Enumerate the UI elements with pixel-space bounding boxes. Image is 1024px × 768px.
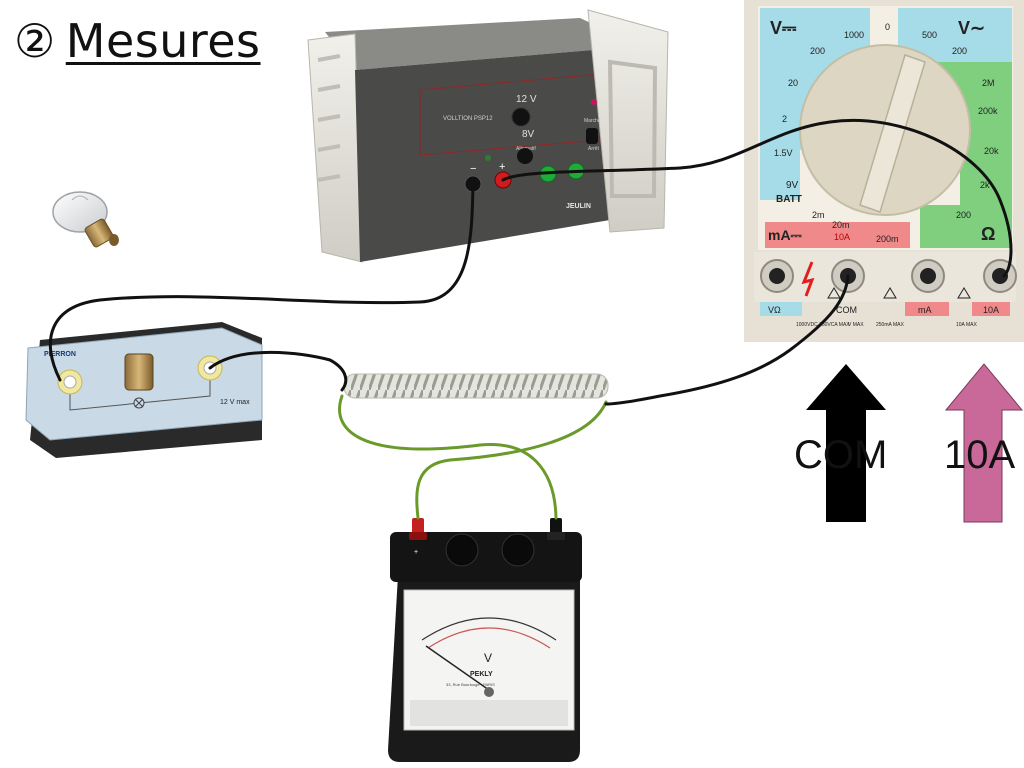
range-200-right: 200: [952, 46, 967, 56]
power-switch[interactable]: [586, 128, 598, 144]
ten-a-arrow-label: 10A: [944, 433, 1016, 477]
com-arrow-icon: [806, 364, 886, 522]
voltmeter-plus-sign: +: [414, 549, 418, 556]
warn-10a: 10A MAX: [956, 322, 978, 328]
ps-8v-label: 8V: [522, 129, 535, 140]
voltmeter-unit: V: [484, 651, 492, 665]
range-1-5v: 1.5V: [774, 148, 793, 158]
lamp-holder-brand: PIERRON: [44, 351, 76, 358]
voltmeter-brand: PEKLY: [470, 671, 493, 678]
range-20k: 20k: [984, 146, 999, 156]
range-500: 500: [922, 30, 937, 40]
power-indicator-icon: [591, 99, 597, 105]
range-1000: 1000: [844, 30, 864, 40]
lamp-holder-rating: 12 V max: [220, 399, 250, 406]
jack-com-label: COM: [836, 305, 857, 315]
ps-indicator-icon: [485, 155, 491, 161]
meter-batt-9v-label: 9V: [786, 180, 799, 191]
voltmeter-address: 33, Rue Bourtouge - PARIS: [446, 682, 495, 687]
warn-com: V MAX: [848, 322, 864, 328]
wire-holder-to-coil: [208, 350, 348, 392]
jack-vohm-label: VΩ: [768, 305, 781, 315]
caution-triangle-icon: [827, 287, 971, 299]
meter-madc-label: mA⎓: [768, 227, 803, 243]
ac-dc-switch[interactable]: [517, 148, 533, 164]
range-0: 0: [885, 22, 890, 32]
range-10a: 10A: [834, 232, 850, 242]
range-200m: 200m: [876, 234, 899, 244]
light-bulb: [52, 191, 119, 248]
range-2: 2: [782, 114, 787, 124]
wire-ps-to-10a: [501, 118, 1013, 278]
coiled-cord: [343, 373, 609, 399]
range-knob-right[interactable]: [501, 533, 535, 567]
range-200-left: 200: [810, 46, 825, 56]
range-2m-amp: 2m: [812, 210, 825, 220]
jack-10a-label: 10A: [983, 305, 999, 315]
lamp-holder: PIERRON 12 V max: [25, 322, 263, 458]
meter-vdc-label: V⎓: [770, 18, 797, 38]
svg-text:+: +: [499, 161, 505, 173]
ten-a-arrow-icon: [944, 363, 1024, 523]
power-supply: VOLLTION PSP12 12 V 8V Alternatif Marche…: [307, 9, 669, 263]
jack-ma-label: mA: [918, 305, 932, 315]
ps-marche-label: Marche: [584, 118, 601, 124]
ps-jeulin-logo: JEULIN: [566, 203, 591, 210]
com-arrow-label: COM: [794, 433, 888, 477]
range-knob-left[interactable]: [445, 533, 479, 567]
multimeter: V⎓ V∼ Ω mA⎓ 9V BATT 1000 0 500 200 200 2…: [744, 0, 1024, 342]
range-20: 20: [788, 78, 798, 88]
bulb-socket: [124, 353, 154, 391]
svg-text:−: −: [470, 163, 476, 175]
wire-ps-to-holder: [48, 182, 475, 382]
arrows: [806, 363, 1024, 523]
range-200-ohm: 200: [956, 210, 971, 220]
range-2m-ohm: 2M: [982, 78, 995, 88]
wire-green-2: [415, 400, 608, 520]
range-2k: 2k: [980, 180, 990, 190]
voltmeter: V PEKLY 33, Rue Bourtouge - PARIS +: [388, 518, 582, 762]
title-text: Mesures: [65, 14, 261, 68]
meter-ohm-label: Ω: [981, 224, 995, 244]
meter-batt-label: BATT: [776, 194, 802, 205]
wires: [48, 118, 1013, 520]
range-200k: 200k: [978, 106, 998, 116]
meter-needle: [425, 645, 490, 691]
wire-green-1: [338, 394, 558, 520]
title-number: ②: [14, 14, 56, 68]
lightning-warning-icon: [801, 261, 815, 297]
voltage-knob[interactable]: [511, 107, 531, 127]
wire-com-to-coil: [604, 274, 850, 406]
ps-brand: VOLLTION PSP12: [443, 116, 493, 122]
meter-vac-label: V∼: [958, 18, 985, 38]
warn-ma: 250mA MAX: [876, 322, 904, 328]
range-20m: 20m: [832, 220, 850, 230]
selector-pointer: [859, 54, 926, 213]
ps-arret-label: Arrêt: [588, 146, 599, 152]
warn-vohm: 1000VDC 750VCA MAX: [796, 322, 850, 328]
ps-12v-label: 12 V: [516, 94, 537, 105]
